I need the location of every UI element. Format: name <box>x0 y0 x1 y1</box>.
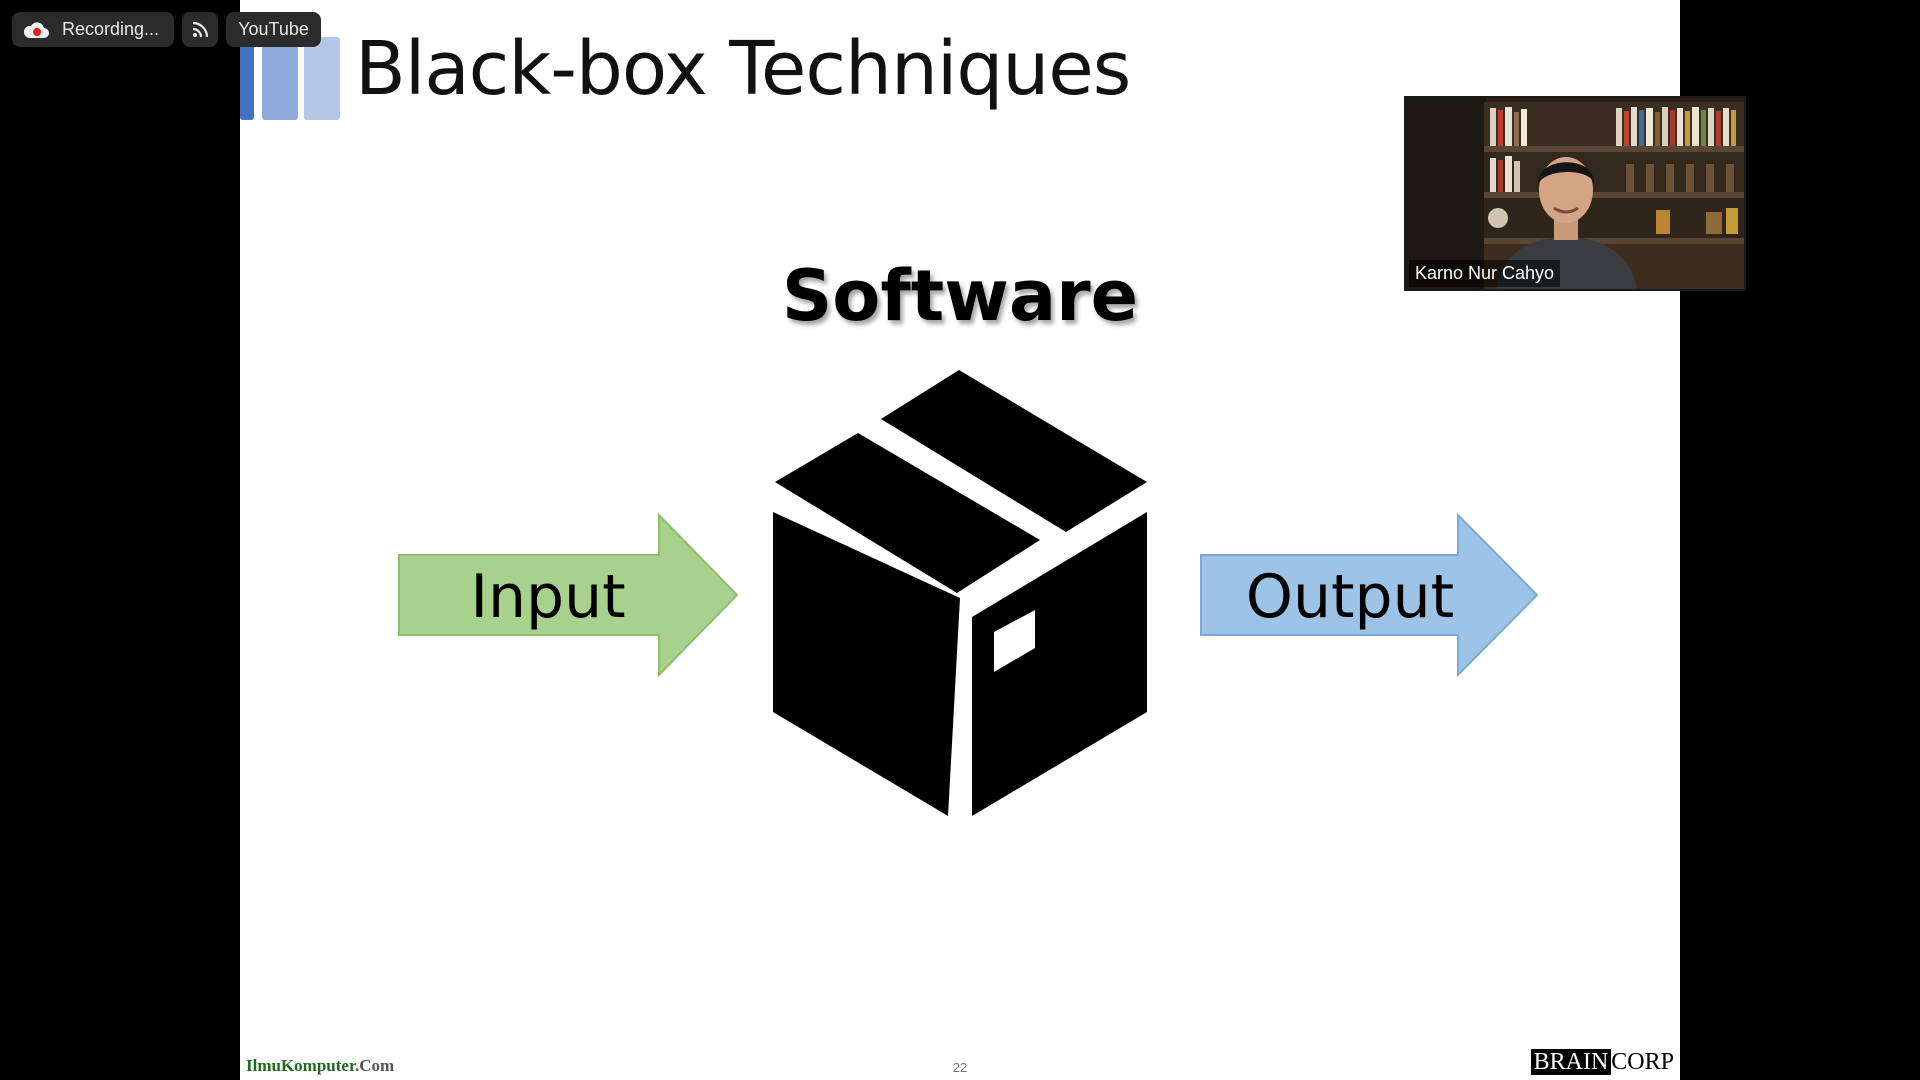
output-label: Output <box>1246 562 1454 632</box>
box-icon <box>773 370 1147 816</box>
slide-title: Black-box Techniques <box>355 26 1131 112</box>
livestream-button[interactable] <box>182 12 218 47</box>
output-arrow: Output <box>1200 512 1539 678</box>
youtube-stream-button[interactable]: YouTube <box>226 12 321 47</box>
title-bar-2 <box>262 37 298 120</box>
slide-page-number: 22 <box>952 1060 968 1075</box>
livestream-icon <box>192 21 209 37</box>
black-box-diagram: Input Output <box>398 370 1539 816</box>
title-accent-bars <box>240 37 340 120</box>
title-bar-3 <box>304 37 340 120</box>
youtube-label: YouTube <box>238 19 309 39</box>
footer-logo-ilmukomputer: IlmuKomputer.Com <box>246 1056 394 1076</box>
title-bar-1 <box>240 37 254 120</box>
participant-video-feed <box>1406 98 1744 289</box>
participant-name: Karno Nur Cahyo <box>1409 260 1561 287</box>
footer-logo-brain: BRAIN <box>1530 1049 1612 1075</box>
recording-label: Recording... <box>62 19 160 39</box>
recording-indicator[interactable]: Recording... <box>12 12 174 47</box>
input-arrow: Input <box>398 512 739 678</box>
footer-logo-corp: CORP <box>1611 1049 1674 1075</box>
input-label: Input <box>470 562 625 632</box>
software-label: Software <box>781 255 1139 337</box>
participant-video-tile[interactable]: Karno Nur Cahyo <box>1404 96 1746 291</box>
footer-logo-suffix: .Com <box>354 1056 395 1075</box>
footer-logo-main: IlmuKomputer <box>246 1056 355 1075</box>
cloud-recording-icon <box>23 21 49 38</box>
